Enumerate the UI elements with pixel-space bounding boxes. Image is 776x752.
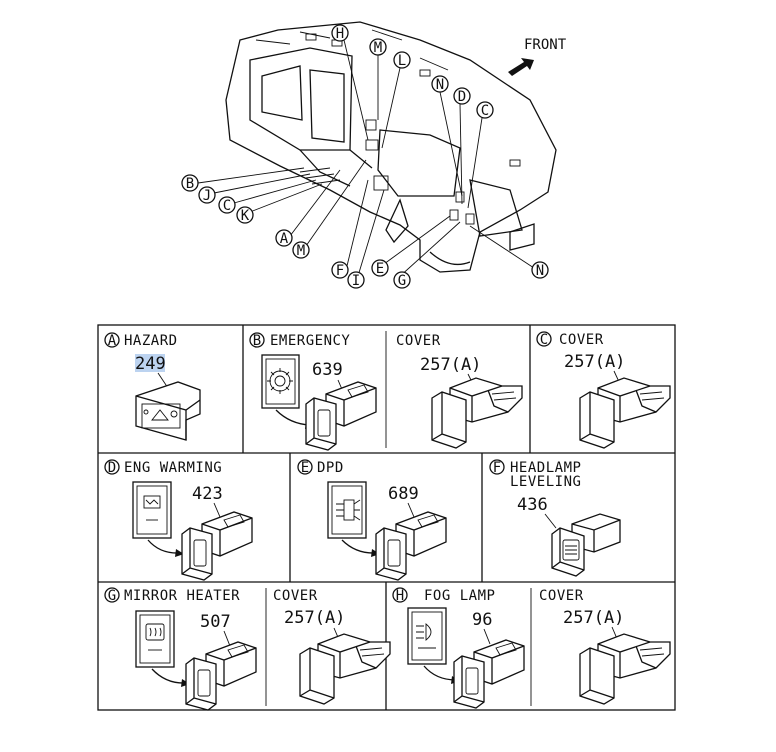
part-cell-eng-warming: D ENG WARMING 423 — [104, 459, 253, 581]
callout-J: J — [198, 186, 216, 204]
svg-text:96: 96 — [472, 610, 492, 630]
svg-text:G: G — [108, 588, 116, 604]
svg-text:B: B — [253, 333, 261, 349]
part-number: 249 — [135, 354, 166, 374]
svg-text:MIRROR HEATER: MIRROR HEATER — [124, 588, 240, 604]
svg-text:423: 423 — [192, 484, 223, 504]
svg-text:D: D — [458, 89, 466, 105]
svg-text:LEVELING: LEVELING — [510, 474, 581, 490]
svg-text:M: M — [374, 40, 382, 56]
part-cell-hazard: A HAZARD 249 — [104, 332, 201, 441]
svg-text:COVER: COVER — [273, 588, 318, 604]
callout-D: D — [453, 87, 471, 105]
callout-M: M — [292, 241, 310, 259]
part-name: HAZARD — [124, 333, 178, 349]
callout-G: G — [393, 271, 411, 289]
svg-text:COVER: COVER — [396, 333, 441, 349]
part-cell-dpd: E DPD 689 — [297, 459, 447, 581]
svg-text:K: K — [241, 208, 250, 224]
svg-text:N: N — [436, 77, 444, 93]
overview-callouts: H M L N D C B J C K A M F I E G N — [181, 24, 549, 289]
callout-M: M — [369, 38, 387, 56]
svg-text:B: B — [186, 176, 194, 192]
svg-text:C: C — [481, 103, 489, 119]
mirror-heater-icon — [145, 623, 165, 651]
callout-A: A — [275, 229, 293, 247]
svg-text:F: F — [493, 460, 501, 476]
callout-H: H — [331, 24, 349, 42]
callout-E: E — [371, 259, 389, 277]
callout-N: N — [531, 261, 549, 279]
svg-text:257(A): 257(A) — [564, 352, 625, 372]
svg-text:C: C — [223, 198, 231, 214]
part-cell-mirror-heater: G MIRROR HEATER 507 — [104, 587, 257, 711]
circle-label: A — [108, 333, 117, 349]
part-cell-headlamp-leveling: F HEADLAMP LEVELING 436 — [489, 459, 621, 577]
part-cell-cover-b: COVER 257(A) — [396, 333, 523, 449]
svg-text:M: M — [297, 243, 305, 259]
callout-C: C — [218, 196, 236, 214]
svg-text:689: 689 — [388, 484, 419, 504]
svg-text:DPD: DPD — [317, 460, 344, 476]
svg-text:D: D — [108, 460, 116, 476]
svg-text:EMERGENCY: EMERGENCY — [270, 333, 350, 349]
fog-lamp-icon — [416, 623, 436, 649]
svg-text:257(A): 257(A) — [284, 608, 345, 628]
callout-F: F — [331, 261, 349, 279]
svg-text:257(A): 257(A) — [420, 355, 481, 375]
callout-I: I — [347, 271, 365, 289]
svg-text:E: E — [301, 460, 309, 476]
svg-text:639: 639 — [312, 360, 343, 380]
svg-text:J: J — [203, 188, 211, 204]
svg-text:ENG WARMING: ENG WARMING — [124, 460, 222, 476]
callout-N: N — [431, 75, 449, 93]
svg-text:F: F — [336, 263, 344, 279]
hazard-switch-drawing — [135, 381, 201, 441]
callout-B: B — [181, 174, 199, 192]
arrow-icon — [508, 58, 534, 76]
svg-text:G: G — [398, 273, 406, 289]
part-cell-cover-c: C COVER 257(A) — [536, 331, 671, 449]
svg-text:H: H — [336, 26, 344, 42]
callout-L: L — [393, 51, 411, 69]
svg-text:N: N — [536, 263, 544, 279]
part-cell-cover-h: COVER 257(A) — [539, 588, 671, 705]
svg-text:A: A — [280, 231, 289, 247]
parts-table — [97, 324, 676, 711]
part-cell-emergency: B EMERGENCY 639 — [249, 332, 377, 451]
callout-K: K — [236, 206, 254, 224]
svg-text:HEADLAMP: HEADLAMP — [510, 460, 581, 476]
gear-power-icon — [267, 368, 293, 394]
svg-text:COVER: COVER — [559, 332, 604, 348]
front-label: FRONT — [524, 37, 567, 53]
part-cell-cover-g: COVER 257(A) — [273, 588, 391, 705]
engine-heater-icon — [143, 495, 161, 521]
headlamp-leveling-dial-drawing — [551, 513, 621, 577]
svg-text:C: C — [540, 332, 548, 348]
svg-text:436: 436 — [517, 495, 548, 515]
selection-highlight — [135, 354, 165, 372]
dpd-filter-icon — [336, 499, 361, 521]
dashboard-drawing: FRONT — [197, 21, 567, 279]
svg-text:I: I — [352, 273, 360, 289]
svg-text:H: H — [396, 588, 404, 604]
svg-text:507: 507 — [200, 612, 231, 632]
svg-text:257(A): 257(A) — [563, 608, 624, 628]
svg-text:L: L — [398, 53, 406, 69]
svg-text:E: E — [376, 261, 384, 277]
part-cell-fog-lamp: H FOG LAMP 96 — [392, 587, 525, 709]
callout-C: C — [476, 101, 494, 119]
svg-text:COVER: COVER — [539, 588, 584, 604]
svg-text:FOG LAMP: FOG LAMP — [424, 588, 495, 604]
